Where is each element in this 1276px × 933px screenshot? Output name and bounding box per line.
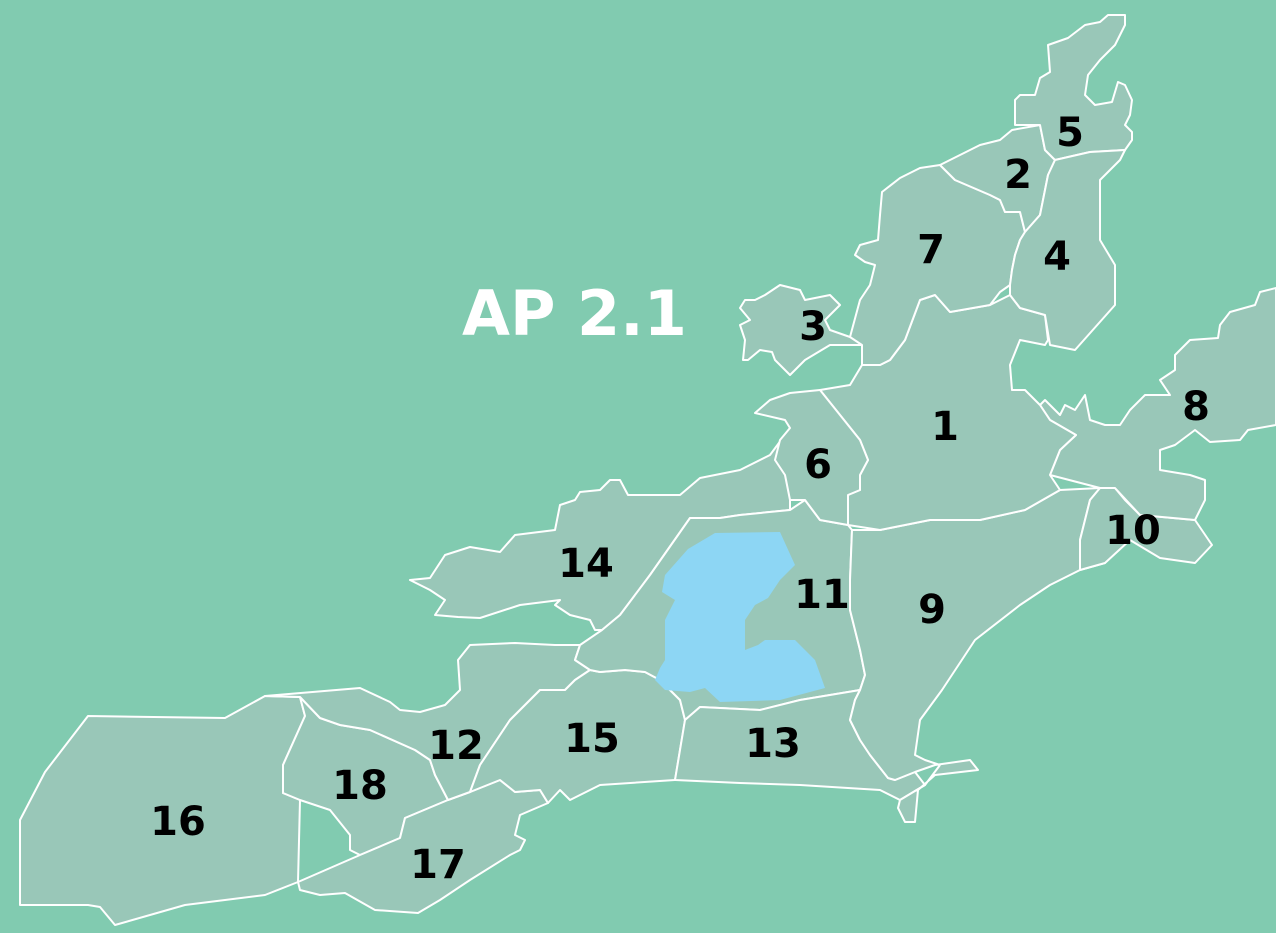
region-label-9: 9 bbox=[918, 587, 946, 633]
region-label-10: 10 bbox=[1105, 508, 1161, 554]
region-4[interactable] bbox=[1009, 149, 1126, 351]
region-label-16: 16 bbox=[150, 799, 206, 845]
region-label-12: 12 bbox=[428, 723, 484, 769]
lake bbox=[655, 532, 825, 702]
region-label-17: 17 bbox=[410, 842, 466, 888]
region-label-14: 14 bbox=[558, 541, 614, 587]
region-6[interactable] bbox=[754, 389, 869, 526]
region-label-4: 4 bbox=[1043, 234, 1071, 280]
region-label-15: 15 bbox=[564, 716, 620, 762]
map-title: AP 2.1 bbox=[462, 277, 687, 350]
region-label-3: 3 bbox=[799, 304, 827, 350]
region-label-1: 1 bbox=[931, 404, 959, 450]
region-5[interactable] bbox=[1014, 14, 1133, 161]
region-label-13: 13 bbox=[745, 721, 801, 767]
region-label-2: 2 bbox=[1004, 152, 1032, 198]
region-3[interactable] bbox=[739, 284, 863, 376]
region-label-5: 5 bbox=[1056, 110, 1084, 156]
region-label-6: 6 bbox=[804, 442, 832, 488]
region-label-7: 7 bbox=[917, 227, 945, 273]
region-label-18: 18 bbox=[332, 763, 388, 809]
region-label-8: 8 bbox=[1182, 384, 1210, 430]
region-8[interactable] bbox=[1039, 287, 1276, 521]
region-label-11: 11 bbox=[794, 572, 850, 618]
